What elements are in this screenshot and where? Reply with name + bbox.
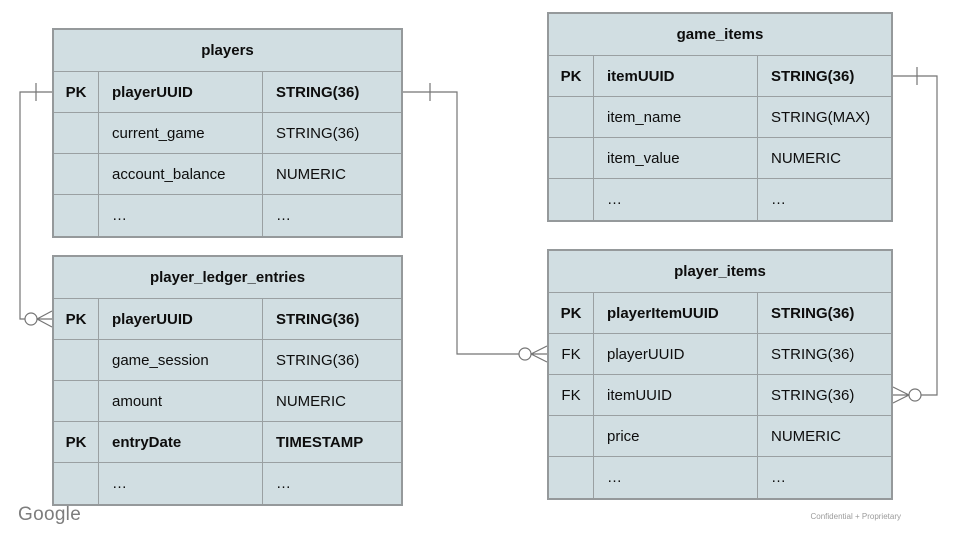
table-row: game_session STRING(36) [54, 340, 401, 381]
table-row: PK playerItemUUID STRING(36) [549, 293, 891, 334]
key-cell [54, 154, 99, 194]
table-row: current_game STRING(36) [54, 113, 401, 154]
field-cell: playerUUID [99, 72, 263, 112]
key-cell: FK [549, 375, 594, 415]
table-row: PK playerUUID STRING(36) [54, 72, 401, 113]
table-title: player_ledger_entries [54, 257, 401, 299]
field-cell: entryDate [99, 422, 263, 462]
type-cell: … [771, 469, 786, 486]
entity-table-player-ledger-entries: player_ledger_entries PK playerUUID STRI… [52, 255, 403, 506]
field-cell: playerItemUUID [594, 293, 758, 333]
connector-path [893, 75, 938, 396]
entity-table-player-items: player_items PK playerItemUUID STRING(36… [547, 249, 893, 500]
type-cell: NUMERIC [276, 165, 346, 183]
confidential-watermark: Confidential + Proprietary [810, 512, 902, 521]
type-cell: … [276, 207, 291, 224]
key-cell: PK [549, 56, 594, 96]
field-cell: … [99, 463, 263, 504]
type-cell: … [276, 475, 291, 492]
entity-table-game-items: game_items PK itemUUID STRING(36) item_n… [547, 12, 893, 222]
key-cell [549, 416, 594, 456]
type-cell: STRING(36) [276, 83, 360, 101]
table-row: … … [54, 195, 401, 236]
type-cell: STRING(36) [276, 351, 360, 369]
table-row: price NUMERIC [549, 416, 891, 457]
field-cell: itemUUID [594, 375, 758, 415]
table-title: game_items [549, 14, 891, 56]
key-cell [549, 138, 594, 178]
key-cell [54, 113, 99, 153]
type-cell: NUMERIC [276, 392, 346, 410]
table-row: FK playerUUID STRING(36) [549, 334, 891, 375]
field-cell: … [594, 457, 758, 498]
crow-foot-icon [892, 386, 910, 404]
field-cell: game_session [99, 340, 263, 380]
entity-table-players: players PK playerUUID STRING(36) current… [52, 28, 403, 238]
field-cell: playerUUID [99, 299, 263, 339]
table-row: item_value NUMERIC [549, 138, 891, 179]
key-cell: PK [54, 299, 99, 339]
table-title: players [54, 30, 401, 72]
key-cell [549, 457, 594, 498]
table-row: PK entryDate TIMESTAMP [54, 422, 401, 463]
key-cell: PK [54, 422, 99, 462]
table-row: … … [549, 179, 891, 220]
key-cell [54, 381, 99, 421]
key-cell: PK [549, 293, 594, 333]
type-cell: NUMERIC [771, 149, 841, 167]
key-cell: FK [549, 334, 594, 374]
key-cell: PK [54, 72, 99, 112]
table-row: amount NUMERIC [54, 381, 401, 422]
table-title: player_items [549, 251, 891, 293]
connector-path [403, 91, 519, 355]
table-row: account_balance NUMERIC [54, 154, 401, 195]
field-cell: item_value [594, 138, 758, 178]
crow-foot-icon [36, 310, 53, 328]
key-cell [54, 463, 99, 504]
table-row: PK itemUUID STRING(36) [549, 56, 891, 97]
type-cell: STRING(36) [276, 310, 360, 328]
connector-path [19, 91, 52, 320]
type-cell: STRING(MAX) [771, 108, 871, 126]
table-row: FK itemUUID STRING(36) [549, 375, 891, 416]
field-cell: itemUUID [594, 56, 758, 96]
field-cell: amount [99, 381, 263, 421]
key-cell [549, 179, 594, 220]
relationship-players-player_items [403, 83, 548, 363]
type-cell: STRING(36) [771, 345, 855, 363]
field-cell: … [594, 179, 758, 220]
key-cell [549, 97, 594, 137]
type-cell: TIMESTAMP [276, 433, 364, 451]
type-cell: STRING(36) [771, 386, 855, 404]
field-cell: playerUUID [594, 334, 758, 374]
type-cell: NUMERIC [771, 427, 841, 445]
field-cell: … [99, 195, 263, 236]
field-cell: account_balance [99, 154, 263, 194]
table-row: item_name STRING(MAX) [549, 97, 891, 138]
google-logo: Google [18, 504, 82, 525]
field-cell: price [594, 416, 758, 456]
type-cell: STRING(36) [276, 124, 360, 142]
zero-circle-icon [908, 388, 922, 402]
type-cell: … [771, 191, 786, 208]
zero-circle-icon [24, 312, 38, 326]
key-cell [54, 195, 99, 236]
field-cell: current_game [99, 113, 263, 153]
table-row: PK playerUUID STRING(36) [54, 299, 401, 340]
table-row: … … [549, 457, 891, 498]
relationship-players-player_ledger_entries [19, 83, 53, 328]
type-cell: STRING(36) [771, 67, 855, 85]
field-cell: item_name [594, 97, 758, 137]
zero-circle-icon [518, 347, 532, 361]
key-cell [54, 340, 99, 380]
table-row: … … [54, 463, 401, 504]
relationship-game_items-player_items [892, 67, 938, 404]
crow-foot-icon [530, 345, 548, 363]
type-cell: STRING(36) [771, 304, 855, 322]
